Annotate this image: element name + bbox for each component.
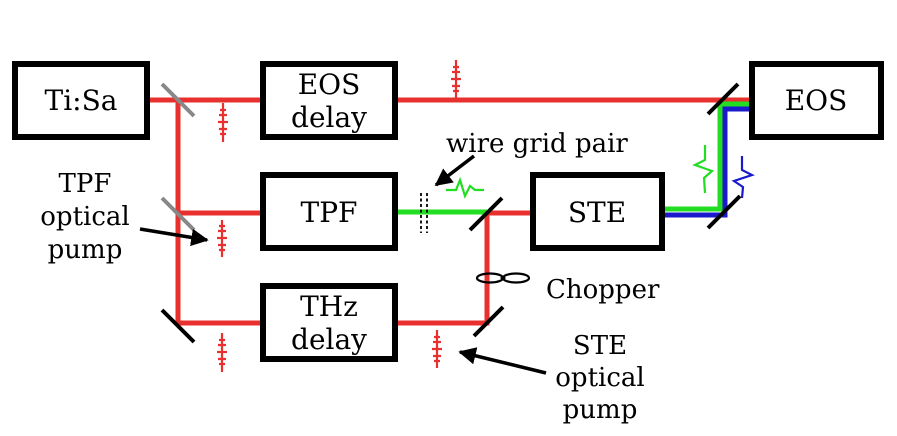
beam-thz-delay-to-ste — [395, 210, 533, 326]
thz-pulse-icon — [446, 176, 484, 199]
pulses — [217, 60, 755, 372]
optics — [160, 82, 742, 344]
mirror-eos-bottom — [706, 194, 742, 230]
optical-pulse-icon — [217, 333, 227, 372]
optical-pulse-icon — [218, 103, 228, 142]
thz-pulse-icon — [692, 145, 715, 194]
tpf-pump-label: TPF optical pump — [40, 169, 129, 265]
box-eos-delay-label-2: delay — [291, 101, 367, 134]
box-tisa: Ti:Sa — [12, 61, 150, 140]
box-tpf-label: TPF — [301, 196, 358, 229]
optical-pulse-icon — [217, 220, 227, 257]
box-eos-delay-label-1: EOS — [298, 68, 361, 101]
ste-pump-label-3: pump — [563, 395, 638, 425]
optical-pulse-icon — [451, 60, 461, 98]
beam-splitter-2 — [160, 196, 196, 232]
mirror-bottom-left — [160, 308, 196, 344]
box-ste: STE — [530, 172, 665, 251]
tpf-pump-label-2: optical — [40, 202, 129, 232]
mirror-eos-top — [706, 82, 740, 116]
box-thz-delay: THz delay — [260, 283, 398, 362]
optical-pulse-icon — [432, 330, 442, 368]
wire-grid-arrow — [434, 154, 476, 187]
blue-beam-ste-to-eos — [662, 106, 752, 218]
box-eos-delay: EOS delay — [260, 61, 398, 140]
thz-pulse-icon — [731, 156, 755, 199]
tpf-pump-label-1: TPF — [59, 169, 112, 199]
beam-splitter-1 — [160, 82, 196, 118]
chopper-icon — [475, 272, 531, 284]
tpf-pump-arrow — [139, 227, 209, 247]
mirror-ste-pump — [472, 305, 505, 338]
beam-splitter-ste — [468, 196, 504, 232]
wire-grid-pair — [420, 193, 428, 233]
thz-beam-paths — [395, 101, 752, 218]
box-tisa-label: Ti:Sa — [45, 84, 118, 117]
ste-pump-label-2: optical — [555, 363, 644, 393]
chopper-label: Chopper — [546, 275, 660, 305]
box-eos-label: EOS — [785, 84, 848, 117]
tpf-pump-label-3: pump — [48, 235, 123, 265]
ste-pump-label-1: STE — [573, 331, 627, 361]
ste-pump-label: STE optical pump — [555, 331, 644, 425]
box-tpf: TPF — [260, 172, 398, 251]
box-eos: EOS — [749, 61, 884, 140]
box-thz-delay-label-1: THz — [300, 290, 358, 323]
box-thz-delay-label-2: delay — [291, 323, 367, 356]
thz-beam-ste-to-eos — [662, 101, 752, 212]
optical-beam-paths — [150, 97, 752, 326]
box-ste-label: STE — [568, 196, 626, 229]
ste-pump-arrow — [458, 347, 547, 375]
wire-grid-label: wire grid pair — [446, 129, 628, 159]
